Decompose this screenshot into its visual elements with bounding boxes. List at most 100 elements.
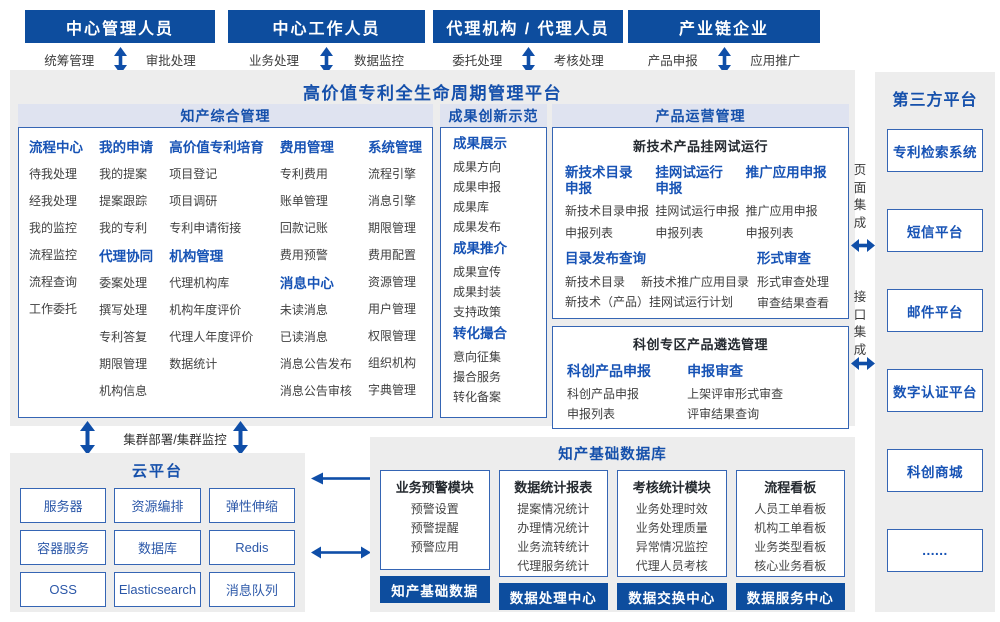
module-items: 预警设置预警提醒预警应用 [381, 500, 489, 557]
menu-item: 机构工单看板 [754, 521, 827, 535]
column-system-management: 系统管理 流程引擎消息引擎期限管理费用配置资源管理用户管理权限管理组织机构字典管… [368, 140, 422, 417]
module-footer: 数据处理中心 [498, 583, 608, 610]
menu-item: 组织机构 [367, 356, 416, 370]
menu-item: 权限管理 [367, 329, 416, 343]
v-double-arrow-icon [80, 421, 95, 455]
actor-role-right: 考核处理 [553, 53, 604, 68]
box-title: 科创专区产品遴选管理 [632, 337, 768, 352]
section-header: 知产综合管理 [18, 104, 433, 127]
v-double-arrow-icon [717, 46, 731, 74]
menu-item: 支持政策 [453, 305, 502, 319]
column-header: 新技术目录申报 [565, 165, 633, 196]
column-formal-review: 形式审查 形式审查处理审查结果查看 [757, 251, 836, 318]
menu-item: 代理人年度评价 [169, 330, 254, 344]
menu-item: 上架评审形式审查 [687, 387, 784, 401]
menu-item: 评审结果查询 [687, 407, 760, 421]
column-items: 新技术目录新技术推广应用目录新技术（产品）挂网试运行计划 [565, 276, 757, 308]
column-header: 系统管理 [367, 140, 422, 155]
column-header: 科创产品申报 [567, 363, 651, 379]
menu-item: 流程监控 [29, 248, 78, 262]
menu-item: 代理人员考核 [635, 559, 708, 573]
menu-item: 撮合服务 [453, 370, 502, 384]
menu-item: 异常情况监控 [635, 540, 708, 554]
menu-item: 成果方向 [453, 160, 502, 174]
menu-item: 业务处理时效 [635, 502, 708, 516]
menu-item: 已读消息 [279, 330, 328, 344]
menu-item: 账单管理 [279, 194, 328, 208]
cloud-platform-title: 云平台 [131, 463, 183, 480]
module-header: 考核统计模块 [632, 480, 711, 495]
column-header: 形式审查 [757, 251, 811, 266]
trial-lower-row: 目录发布查询 新技术目录新技术推广应用目录新技术（产品）挂网试运行计划 形式审查… [565, 251, 836, 318]
menu-item: 字典管理 [367, 383, 416, 397]
actor-role-left: 统筹管理 [44, 53, 95, 68]
menu-item: 项目登记 [169, 167, 218, 181]
column-items: 意向征集撮合服务转化备案 [453, 351, 534, 403]
module-footer: 数据交换中心 [617, 583, 727, 610]
third-party-item: ...... [887, 529, 983, 572]
column-apply-review: 申报审查 上架评审形式审查评审结果查询 [687, 363, 834, 428]
actor-title-bar: 代理机构 / 代理人员 [433, 10, 623, 43]
menu-item: 申报列表 [745, 226, 794, 240]
cloud-service-item: 服务器 [20, 488, 107, 523]
column-items: 流程引擎消息引擎期限管理费用配置资源管理用户管理权限管理组织机构字典管理 [368, 168, 422, 396]
menu-item: 专利申请衔接 [169, 221, 242, 235]
third-party-item: 科创商城 [887, 449, 983, 492]
module-items: 业务处理时效业务处理质量异常情况监控代理人员考核 [618, 500, 726, 576]
module-footer: 知产基础数据 [380, 576, 490, 603]
column-items: 待我处理经我处理我的监控流程监控流程查询工作委托 [29, 168, 83, 315]
column-process-center: 流程中心 待我处理经我处理我的监控流程监控流程查询工作委托 [29, 140, 83, 417]
module-items: 人员工单看板机构工单看板业务类型看板核心业务看板 [737, 500, 845, 576]
menu-item: 审查结果查看 [757, 296, 830, 310]
menu-item: 转化备案 [453, 390, 502, 404]
column-subheader: 成果推介 [453, 241, 507, 256]
menu-item: 机构信息 [99, 384, 148, 398]
h-double-arrow-icon [851, 239, 875, 252]
menu-item: 项目调研 [169, 194, 218, 208]
column-items: 成果方向成果申报成果库成果发布 [453, 161, 534, 233]
api-integration-label: 接口集成 [853, 290, 867, 357]
actor-title-bar: 中心工作人员 [228, 10, 425, 43]
column-fee-management: 费用管理 专利费用账单管理回款记账费用预警 消息中心 未读消息已读消息消息公告发… [280, 140, 352, 417]
menu-item: 费用预警 [279, 248, 328, 262]
module-business-warning: 业务预警模块 预警设置预警提醒预警应用 知产基础数据 [380, 470, 490, 610]
v-double-arrow-icon [320, 46, 333, 74]
column-items: 我的提案提案跟踪我的专利 [99, 168, 153, 234]
menu-item: 期限管理 [99, 357, 148, 371]
v-double-arrow-icon [113, 46, 127, 74]
menu-item: 人员工单看板 [754, 502, 827, 516]
ip-database-panel: 知产基础数据库 业务预警模块 预警设置预警提醒预警应用 知产基础数据 数据统计报… [370, 437, 855, 612]
column-trial-run-apply: 挂网试运行申报 挂网试运行申报申报列表 [655, 165, 745, 249]
menu-item: 新技术目录 [565, 275, 626, 289]
menu-item: 提案跟踪 [99, 194, 148, 208]
column-header: 挂网试运行申报 [655, 165, 723, 196]
cloud-service-item: 数据库 [114, 530, 201, 565]
menu-item: 回款记账 [279, 221, 328, 235]
third-party-item: 数字认证平台 [887, 369, 983, 412]
menu-item: 新技术（产品）挂网试运行计划 [565, 295, 734, 309]
sci-columns: 科创产品申报 科创产品申报申报列表 申报审查 上架评审形式审查评审结果查询 [567, 363, 834, 428]
menu-item: 形式审查处理 [757, 275, 830, 289]
menu-item: 预警提醒 [410, 521, 459, 535]
menu-item: 撰写处理 [99, 303, 148, 317]
column-items: 形式审查处理审查结果查看 [757, 276, 836, 309]
column-items: 新技术目录申报申报列表 [565, 205, 655, 239]
module-header: 数据统计报表 [514, 480, 593, 495]
column-subheader: 机构管理 [169, 249, 224, 264]
actor-role-right: 应用推广 [750, 53, 801, 68]
menu-item: 委案处理 [99, 276, 148, 290]
actor-center-managers: 中心管理人员 统筹管理 审批处理 [25, 10, 215, 74]
actor-roles: 业务处理 数据监控 [228, 44, 425, 74]
ip-management-box: 流程中心 待我处理经我处理我的监控流程监控流程查询工作委托 我的申请 我的提案提… [18, 127, 433, 418]
h-double-arrow-icon [311, 546, 371, 559]
actor-title-bar: 中心管理人员 [25, 10, 215, 43]
cluster-label: 集群部署/集群监控 [123, 433, 227, 447]
column-items: 推广应用申报申报列表 [746, 205, 836, 239]
cloud-service-item: 资源编排 [114, 488, 201, 523]
menu-item: 新技术目录申报 [565, 204, 650, 218]
third-party-title: 第三方平台 [892, 92, 978, 109]
column-promotion-apply: 推广应用申报 推广应用申报申报列表 [746, 165, 836, 249]
box-title: 新技术产品挂网试运行 [632, 139, 768, 154]
